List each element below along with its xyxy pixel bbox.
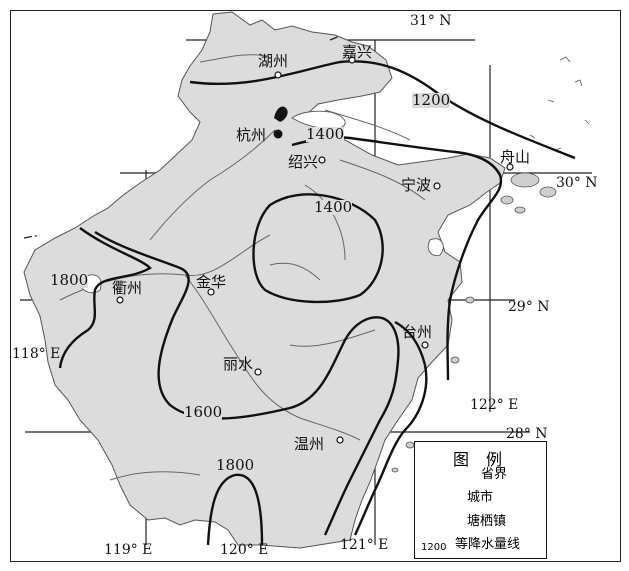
coord-lat-29: 29° N: [508, 299, 550, 315]
shaoxing-dot: [318, 156, 326, 164]
taizhou-dot: [421, 341, 429, 349]
lishui-dot: [254, 368, 262, 376]
city-label-huzhou: 湖州: [258, 52, 289, 70]
coord-lat-30: 30° N: [556, 175, 598, 191]
isohyet-label-1400-loop: 1400: [314, 198, 353, 216]
legend-isohyet-label: 等降水量线: [455, 537, 521, 552]
ningbo-dot: [433, 182, 441, 190]
tangqi-town-symbol: [274, 106, 288, 122]
city-label-taizhou: 台州: [402, 323, 433, 341]
isohyet-1600: [94, 230, 400, 536]
jiaxing-dot: [348, 56, 356, 64]
coord-lon-120: 120° E: [220, 542, 269, 558]
isohyet-label-1200: 1200: [412, 91, 451, 109]
legend-isohyet-sample: 1200: [421, 542, 447, 553]
coord-lon-118: 118° E: [12, 346, 61, 362]
isohyet-label-1800-west: 1800: [50, 271, 89, 289]
legend-title: 图 例: [452, 450, 509, 469]
rivers: [59, 54, 426, 481]
city-label-hangzhou: 杭州: [236, 126, 267, 144]
legend-town-label: 塘栖镇: [467, 514, 507, 529]
isohyet-label-1600: 1600: [184, 403, 223, 421]
coord-lat-28: 28° N: [506, 426, 548, 442]
islands: [391, 172, 557, 473]
city-label-ningbo: 宁波: [401, 176, 432, 194]
legend-border-label: 省界: [481, 467, 508, 482]
city-label-jiaxing: 嘉兴: [342, 43, 373, 61]
isohyet-1200: [189, 60, 576, 160]
isohyet-label-1800-south: 1800: [216, 456, 255, 474]
coord-lon-121: 121° E: [340, 537, 389, 553]
isohyet-1400-loop: [252, 193, 384, 304]
coord-lon-122: 122° E: [470, 397, 519, 413]
isohyet-label-1400-north: 1400: [306, 125, 345, 143]
city-label-lishui: 丽水: [223, 355, 254, 373]
jinhua-dot: [207, 288, 215, 296]
small-islands: [529, 56, 590, 151]
isohyet-1800-south: [206, 473, 264, 546]
map-legend: 图 例 省界 城市 塘栖镇 1200 等降水量线: [414, 441, 547, 559]
city-label-zhoushan: 舟山: [500, 148, 531, 166]
city-label-quzhou: 衢州: [112, 279, 143, 297]
coord-lat-31: 31° N: [410, 13, 452, 29]
wenzhou-dot: [336, 436, 344, 444]
city-label-jinhua: 金华: [196, 273, 227, 291]
quzhou-dot: [116, 296, 124, 304]
isohyet-1800-west: [58, 227, 152, 369]
isohyets: [58, 60, 576, 546]
isohyet-1600-east: [353, 320, 428, 536]
legend-city-label: 城市: [467, 490, 494, 505]
isohyet-1400-north: [291, 136, 503, 381]
city-symbols: [116, 56, 514, 444]
hangzhou-capital-dot: [273, 129, 283, 139]
zhoushan-dot: [506, 163, 514, 171]
coord-lon-119: 119° E: [104, 542, 153, 558]
huzhou-dot: [274, 71, 282, 79]
city-label-wenzhou: 温州: [294, 435, 325, 453]
city-label-shaoxing: 绍兴: [288, 153, 319, 171]
province-border: [23, 35, 341, 239]
map-frame: [10, 10, 621, 562]
